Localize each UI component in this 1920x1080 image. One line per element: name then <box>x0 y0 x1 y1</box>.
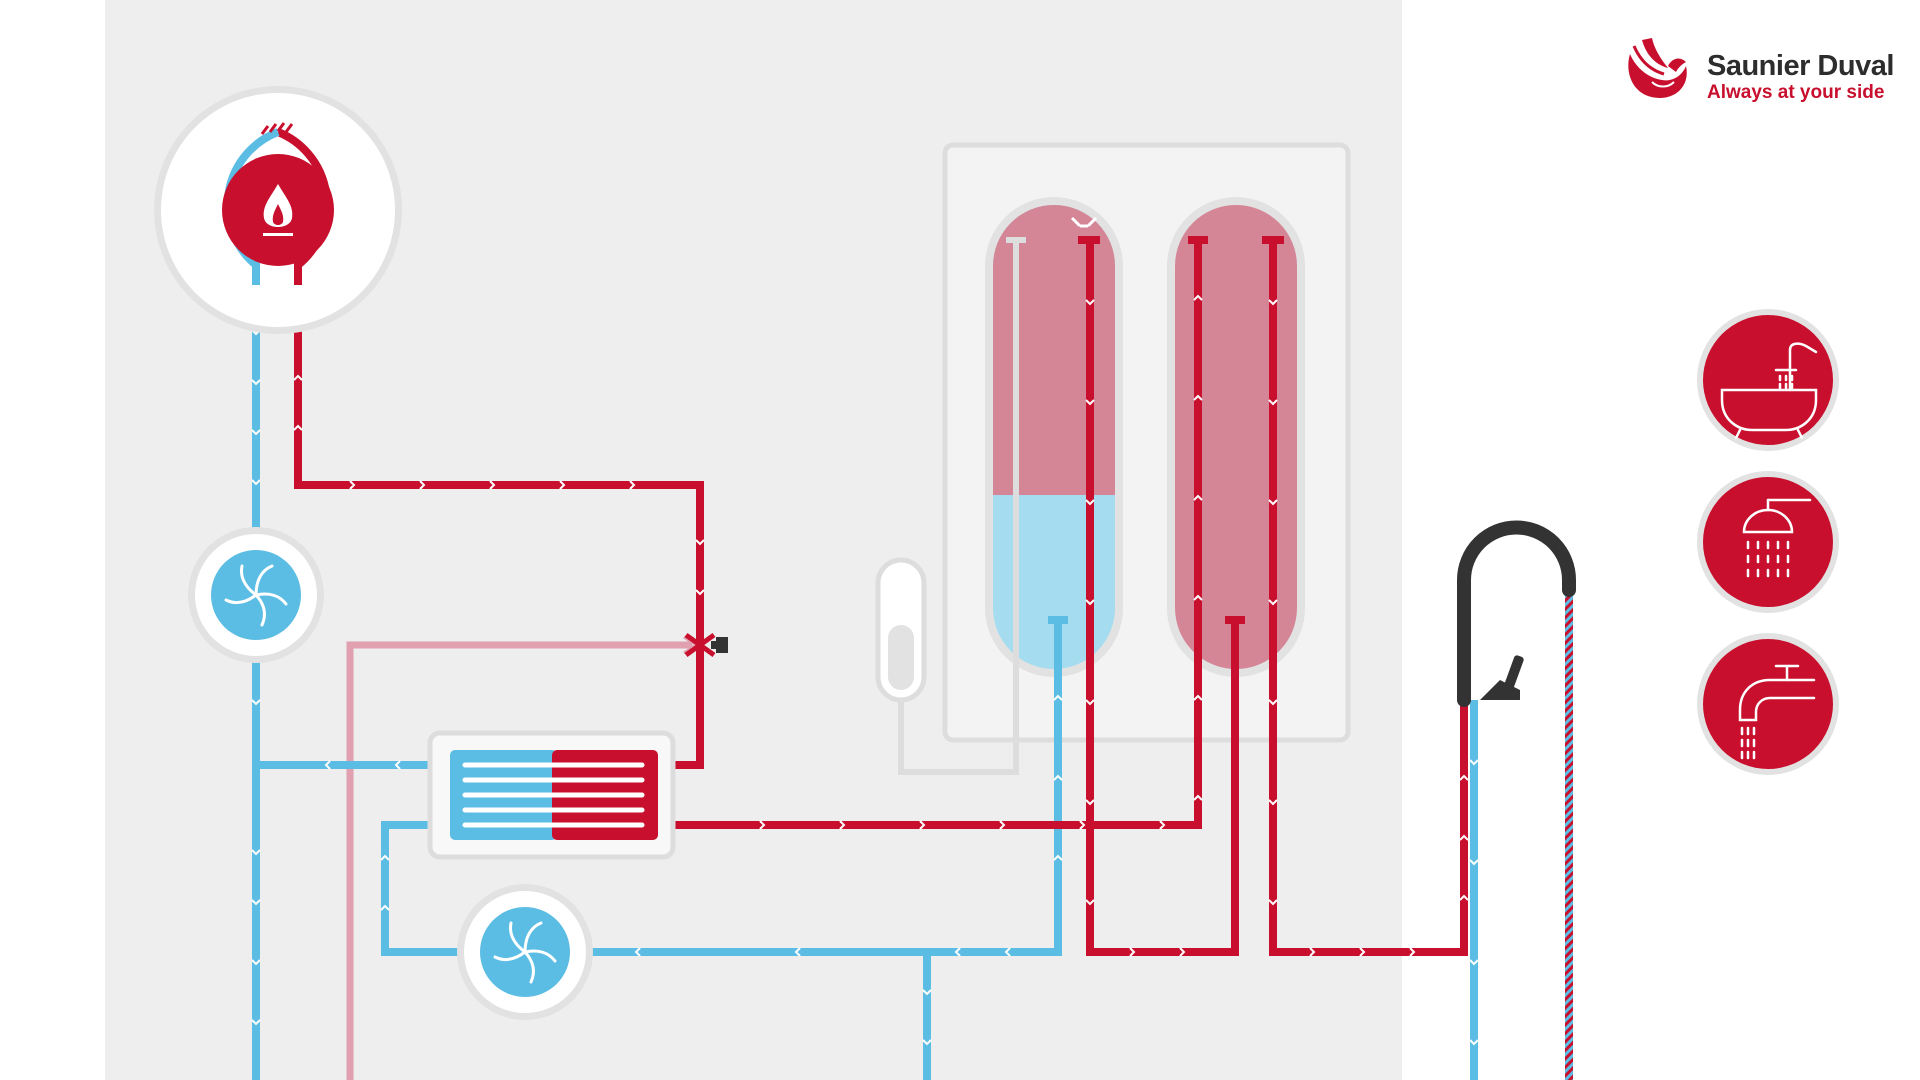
pump-primary <box>188 527 324 663</box>
boiler-burner <box>154 86 402 334</box>
bathtub-icon <box>1720 342 1818 440</box>
shower-icon <box>1742 498 1812 578</box>
expansion-pipe <box>898 240 1019 775</box>
bypass-pipe <box>346 641 692 1080</box>
fan-icon <box>224 564 288 627</box>
flame-icon <box>263 184 293 236</box>
brand-tagline: Always at your side <box>1707 82 1885 103</box>
fan-icon <box>493 921 557 984</box>
tap-usage <box>1697 633 1839 775</box>
storage-tank-right <box>1167 197 1305 677</box>
tap-icon <box>1738 664 1816 760</box>
hot-pipes <box>294 236 1468 956</box>
bathtub-usage <box>1697 309 1839 451</box>
brand-name: Saunier Duval <box>1707 50 1894 82</box>
tank-inlet-arrow <box>1070 216 1098 228</box>
storage-tank-left <box>985 197 1123 677</box>
pump-secondary <box>457 884 593 1020</box>
expansion-vessel <box>875 557 927 703</box>
shower-usage <box>1697 471 1839 613</box>
three-way-valve-icon <box>684 632 728 658</box>
flow-arrows <box>251 294 1479 1046</box>
mixer-faucet-icon <box>1457 520 1576 1080</box>
brand-logo-block: Saunier Duval Always at your side <box>1622 36 1894 106</box>
plate-heat-exchanger <box>427 730 676 860</box>
brand-logo-icon <box>1628 38 1687 98</box>
